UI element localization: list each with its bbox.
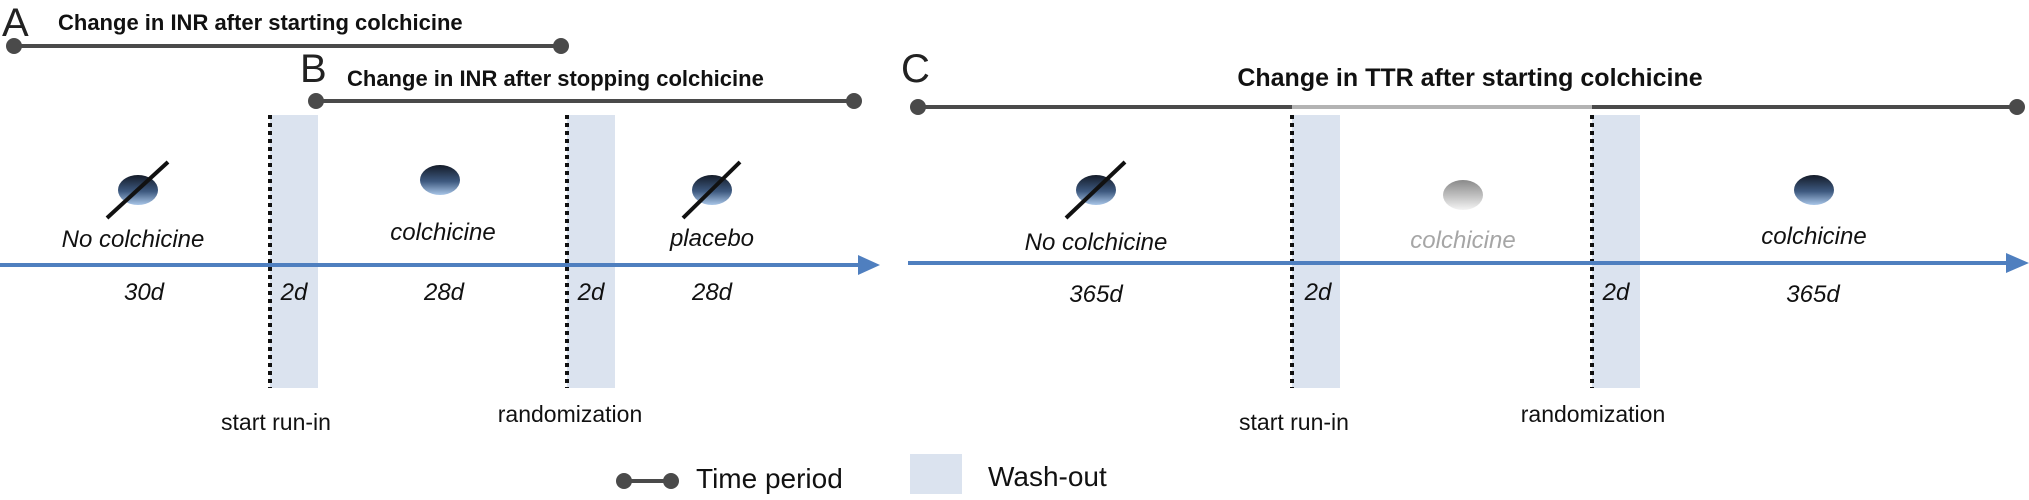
duration-label: 2d	[1602, 279, 1630, 306]
pill-icon	[420, 165, 460, 195]
phase-label-colchicine: colchicine	[390, 219, 495, 246]
duration-label: 2d	[280, 279, 308, 306]
pill-faded-icon	[1443, 180, 1483, 210]
panel-c: C Change in TTR after starting colchicin…	[901, 47, 2029, 435]
panel-b-time-period	[308, 93, 862, 109]
timeline-arrow	[0, 255, 880, 275]
timeline-arrow	[908, 253, 2029, 273]
washout-band	[567, 115, 615, 388]
panel-c-letter: C	[901, 47, 930, 91]
legend-wash-out-swatch	[910, 454, 962, 494]
legend: Time period Wash-out	[616, 454, 1107, 494]
panel-ab: A Change in INR after starting colchicin…	[0, 1, 880, 435]
duration-label: 365d	[1069, 281, 1123, 308]
event-label-randomization: randomization	[1521, 401, 1665, 427]
pill-crossed-icon	[681, 160, 742, 220]
pill-icon	[1794, 175, 1834, 205]
duration-label: 28d	[691, 279, 733, 306]
duration-label: 28d	[423, 279, 465, 306]
phase-label-colchicine-faded: colchicine	[1410, 227, 1515, 254]
panel-c-title: Change in TTR after starting colchicine	[1237, 64, 1702, 92]
panel-a-time-period	[6, 38, 569, 54]
legend-time-period-label: Time period	[696, 463, 843, 494]
legend-wash-out-label: Wash-out	[988, 461, 1107, 492]
washout-band	[270, 115, 318, 388]
duration-label: 30d	[124, 279, 165, 306]
duration-label: 365d	[1786, 281, 1840, 308]
duration-label: 2d	[1304, 279, 1332, 306]
washout-band	[1592, 115, 1640, 388]
phase-label-no-colchicine: No colchicine	[1025, 229, 1168, 256]
legend-time-period-icon	[616, 473, 679, 489]
event-label-start-run-in: start run-in	[221, 409, 331, 435]
panel-c-time-period	[910, 99, 2025, 115]
event-label-start-run-in: start run-in	[1239, 409, 1349, 435]
panel-a-letter: A	[2, 1, 29, 45]
event-label-randomization: randomization	[498, 401, 642, 427]
phase-label-no-colchicine: No colchicine	[62, 226, 205, 253]
panel-b-title: Change in INR after stopping colchicine	[347, 66, 764, 91]
panel-b-letter: B	[300, 47, 327, 91]
phase-label-colchicine: colchicine	[1761, 223, 1866, 250]
duration-label: 2d	[577, 279, 605, 306]
phase-label-placebo: placebo	[669, 225, 754, 252]
washout-band	[1292, 115, 1340, 388]
pill-crossed-icon	[105, 160, 170, 220]
pill-crossed-icon	[1064, 160, 1127, 220]
panel-a-title: Change in INR after starting colchicine	[58, 10, 463, 35]
